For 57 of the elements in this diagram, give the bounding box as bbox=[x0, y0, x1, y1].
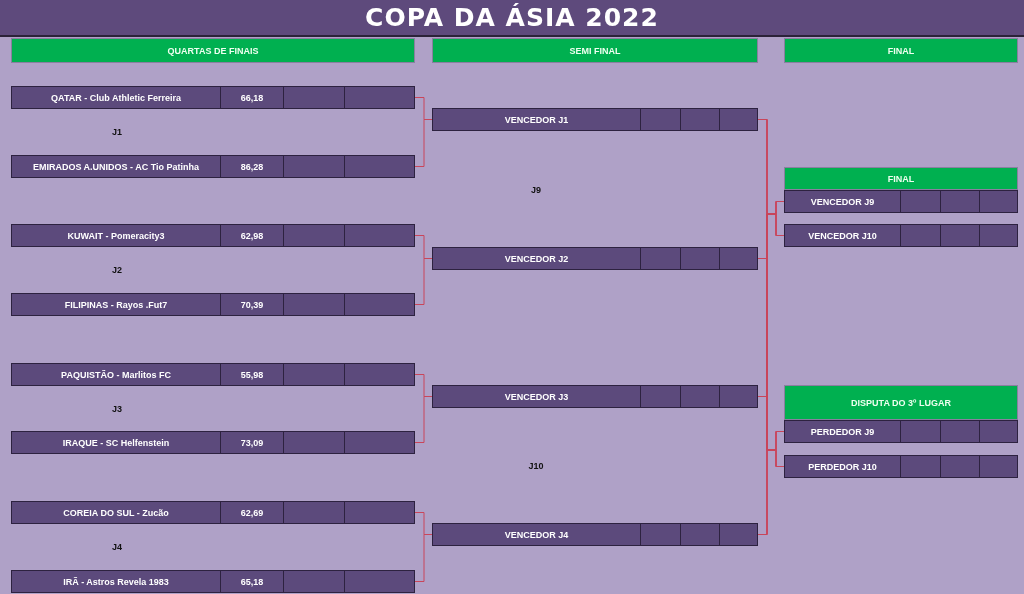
match-number: J10 bbox=[528, 461, 544, 471]
match-row bbox=[432, 108, 758, 131]
match-row bbox=[784, 224, 1018, 247]
slot-label: VENCEDOR J10 bbox=[807, 229, 878, 243]
match-row bbox=[11, 431, 415, 454]
score: 86,28 bbox=[220, 156, 283, 177]
slot-label: PERDEDOR J10 bbox=[807, 460, 878, 474]
stage-header: QUARTAS DE FINAIS bbox=[11, 38, 415, 63]
team-name: KUWAIT - Pomeracity3 bbox=[66, 229, 166, 243]
slot-label: VENCEDOR J2 bbox=[503, 252, 570, 266]
stage-header: DISPUTA DO 3º LUGAR bbox=[784, 385, 1018, 420]
team-name: EMIRADOS A.UNIDOS - AC Tio Patinha bbox=[31, 160, 201, 174]
score: 70,39 bbox=[220, 294, 283, 315]
match-row bbox=[11, 86, 415, 109]
team-name: FILIPINAS - Rayos .Fut7 bbox=[63, 298, 169, 312]
match-row bbox=[11, 224, 415, 247]
match-number: J4 bbox=[112, 542, 122, 552]
match-row bbox=[432, 247, 758, 270]
title: COPA DA ÁSIA 2022 bbox=[365, 3, 659, 32]
match-row bbox=[784, 190, 1018, 213]
match-row bbox=[432, 523, 758, 546]
match-row bbox=[11, 501, 415, 524]
match-row bbox=[11, 293, 415, 316]
team-name: IRÃ - Astros Revela 1983 bbox=[62, 575, 170, 589]
score: 66,18 bbox=[220, 87, 283, 108]
slot-label: PERDEDOR J9 bbox=[809, 425, 876, 439]
stage-header: SEMI FINAL bbox=[432, 38, 758, 63]
bracket-line bbox=[757, 119, 785, 535]
match-number: J3 bbox=[112, 404, 122, 414]
match-row bbox=[11, 570, 415, 593]
stage-header: FINAL bbox=[784, 167, 1018, 190]
team-name: COREIA DO SUL - Zucão bbox=[62, 506, 170, 520]
bracket-line bbox=[414, 97, 433, 167]
team-name: QATAR - Club Athletic Ferreira bbox=[50, 91, 182, 105]
match-number: J9 bbox=[531, 185, 541, 195]
score: 62,69 bbox=[220, 502, 283, 523]
team-name: PAQUISTÃO - Marlitos FC bbox=[60, 368, 172, 382]
score: 73,09 bbox=[220, 432, 283, 453]
match-row bbox=[432, 385, 758, 408]
bracket-line bbox=[414, 235, 433, 305]
score: 55,98 bbox=[220, 364, 283, 385]
slot-label: VENCEDOR J4 bbox=[503, 528, 570, 542]
bracket-line bbox=[414, 374, 433, 443]
team-name: IRAQUE - SC Helfenstein bbox=[61, 436, 171, 450]
match-row bbox=[11, 155, 415, 178]
match-row bbox=[784, 420, 1018, 443]
slot-label: VENCEDOR J3 bbox=[503, 390, 570, 404]
match-number: J1 bbox=[112, 127, 122, 137]
match-row bbox=[11, 363, 415, 386]
slot-label: VENCEDOR J1 bbox=[503, 113, 570, 127]
score: 65,18 bbox=[220, 571, 283, 592]
bracket-line bbox=[414, 512, 433, 582]
stage-header: FINAL bbox=[784, 38, 1018, 63]
match-row bbox=[784, 455, 1018, 478]
score: 62,98 bbox=[220, 225, 283, 246]
match-number: J2 bbox=[112, 265, 122, 275]
slot-label: VENCEDOR J9 bbox=[809, 195, 876, 209]
